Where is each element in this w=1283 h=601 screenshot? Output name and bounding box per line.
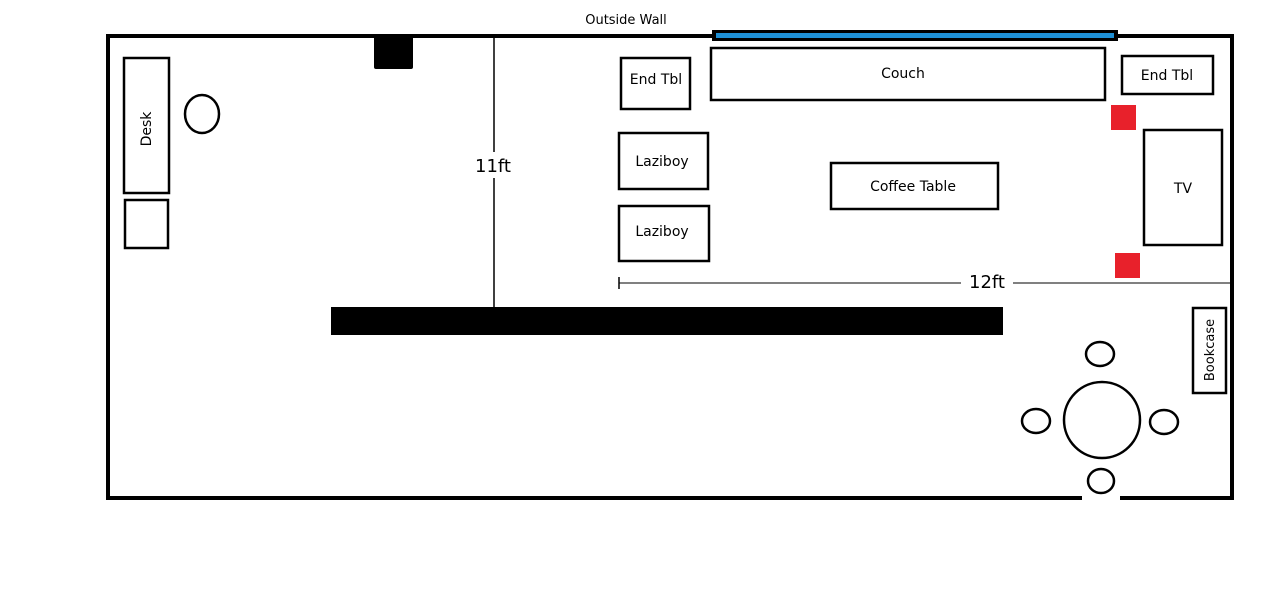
dining-chair-left	[1020, 407, 1052, 435]
desk-chair	[183, 93, 221, 135]
room-outline	[106, 34, 1234, 500]
desk-label: Desk	[139, 111, 155, 147]
door-opening	[1082, 494, 1120, 502]
outside-wall-label: Outside Wall	[585, 13, 667, 28]
end-table-left	[619, 56, 692, 111]
width-dimension-label: 12ft	[969, 272, 1005, 293]
outlet-top	[1111, 105, 1136, 130]
coffee-table-label: Coffee Table	[870, 179, 956, 195]
bookcase	[1191, 306, 1228, 395]
height-dimension-label: 11ft	[475, 156, 511, 177]
outlet-bottom	[1115, 253, 1140, 278]
desk-cabinet	[123, 198, 170, 250]
dining-chair-top	[1084, 340, 1116, 368]
dining-table	[1062, 380, 1142, 460]
laziboy-bottom-label: Laziboy	[635, 224, 688, 240]
end-table-right-label: End Tbl	[1141, 68, 1193, 84]
interior-wall	[331, 307, 1003, 335]
end-table-right	[1120, 54, 1215, 96]
wall-column	[374, 36, 413, 69]
couch	[709, 46, 1107, 102]
tv	[1142, 128, 1224, 247]
coffee-table	[829, 161, 1000, 211]
tv-label: TV	[1173, 181, 1193, 197]
laziboy-bottom	[617, 204, 711, 263]
desk	[122, 56, 171, 195]
height-dimension-label-bg	[474, 152, 514, 178]
laziboy-top	[617, 131, 710, 191]
dining-chair-bottom	[1086, 467, 1116, 495]
dining-chair-right	[1148, 408, 1180, 436]
couch-label: Couch	[881, 66, 925, 82]
window-glass	[716, 33, 1114, 38]
end-table-left-label: End Tbl	[630, 72, 682, 88]
bookcase-label: Bookcase	[1203, 319, 1218, 381]
laziboy-top-label: Laziboy	[635, 154, 688, 170]
